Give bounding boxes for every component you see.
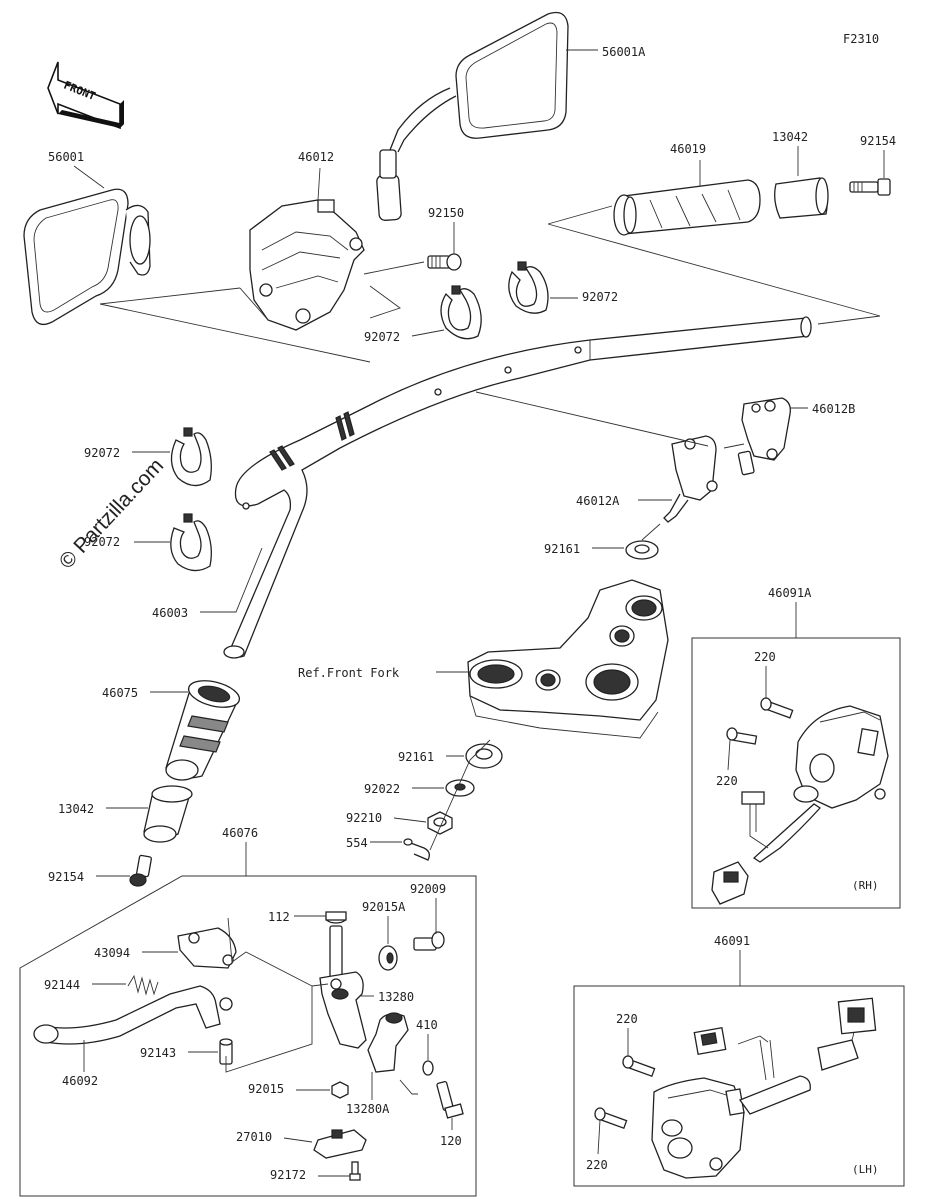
label-410: 410 [416,1018,438,1032]
collar-92015a [378,945,398,971]
label-46012: 46012 [298,150,334,164]
label-46092: 46092 [62,1074,98,1088]
label-220-rh-b: 220 [716,774,738,788]
screw-left [129,854,152,887]
handlebar [223,316,812,659]
label-92072-c2: 92072 [364,330,400,344]
label-46091a: 46091A [768,586,812,600]
label-27010: 27010 [236,1130,272,1144]
mirror-left [23,188,151,326]
label-46075: 46075 [102,686,138,700]
grip-right [613,179,761,236]
label-92172: 92172 [270,1168,306,1182]
label-56001a: 56001A [602,45,646,59]
label-92154-left: 92154 [48,870,84,884]
label-46019: 46019 [670,142,706,156]
label-92072-c1: 92072 [582,290,618,304]
band-left-a [170,427,212,487]
holder-lower [663,435,718,523]
label-43094: 43094 [94,946,130,960]
switch-lh [651,997,877,1179]
spring-92144 [127,974,159,996]
front-fork-clamp [467,579,669,739]
label-46076: 46076 [222,826,258,840]
screw-rh-a [760,697,794,719]
holder-left [249,199,365,331]
band-left-b [170,513,212,572]
screw-92009 [413,931,445,951]
screw-92172 [349,1161,361,1181]
label-13042-right: 13042 [772,130,808,144]
lever-46092 [33,985,233,1045]
label-46091: 46091 [714,934,750,948]
weight-right [774,177,829,219]
washer-lower [465,743,503,769]
pin-554 [403,838,430,861]
nut-92015 [331,1081,349,1099]
front-arrow-icon: FRONT [47,61,124,130]
pivot-43094 [177,927,237,969]
washer-410 [422,1060,434,1076]
figure-code: F2310 [843,32,879,46]
screw-right [849,178,891,196]
label-92072-l2: 92072 [84,535,120,549]
label-220-lh-a: 220 [616,1012,638,1026]
watermark: © Partzilla.com [55,454,168,573]
grip-left [165,680,241,781]
label-112: 112 [268,910,290,924]
switch-27010 [313,1129,367,1159]
label-13042-left: 13042 [58,802,94,816]
label-46012a: 46012A [576,494,620,508]
lever-assy-frame [19,875,477,1197]
screw-rh-b [726,727,758,745]
screw-lh-a [622,1055,656,1078]
switch-lh-panel [573,985,905,1187]
switch-rh [711,705,889,905]
mirror-right [376,11,569,221]
band-center-b [508,261,549,314]
label-92015: 92015 [248,1082,284,1096]
washer-upper [625,540,659,560]
label-92143: 92143 [140,1046,176,1060]
label-92022: 92022 [364,782,400,796]
label-46012b: 46012B [812,402,855,416]
label-220-lh-b: 220 [586,1158,608,1172]
label-56001: 56001 [48,150,84,164]
label-92210: 92210 [346,811,382,825]
collar-92143 [219,1038,233,1065]
label-13280: 13280 [378,990,414,1004]
tag-rh: (RH) [852,879,879,892]
clamp-13280 [319,971,367,1049]
label-ref-front-fork: Ref.Front Fork [298,666,400,680]
label-92161-upper: 92161 [544,542,580,556]
label-92150: 92150 [428,206,464,220]
band-center-a [440,285,482,340]
label-46003: 46003 [152,606,188,620]
clamp-13280a [367,1012,409,1073]
tag-lh: (LH) [852,1163,879,1176]
nut-92210 [427,811,453,835]
weight-left [143,785,193,843]
label-120: 120 [440,1134,462,1148]
label-92161-lower: 92161 [398,750,434,764]
label-92015a: 92015A [362,900,406,914]
bolt-120 [436,1080,464,1119]
label-92154-right: 92154 [860,134,896,148]
label-13280a: 13280A [346,1102,390,1116]
holder-upper [737,397,791,476]
label-220-rh-a: 220 [754,650,776,664]
bolt-92150 [427,253,462,271]
label-92072-l1: 92072 [84,446,120,460]
label-554: 554 [346,836,368,850]
label-92144: 92144 [44,978,80,992]
label-92009: 92009 [410,882,446,896]
